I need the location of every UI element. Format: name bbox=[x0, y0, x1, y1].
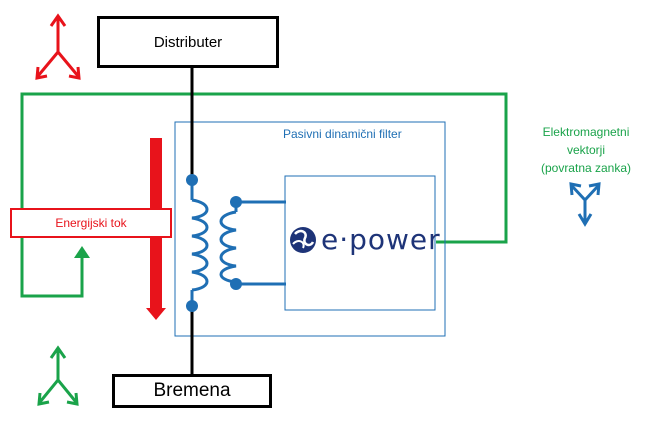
three-phase-vector-icon-green bbox=[37, 345, 79, 406]
epower-logo-text: e·power bbox=[321, 223, 441, 256]
terminal-dot bbox=[186, 300, 198, 312]
em-vectors-line2: vektorji bbox=[566, 143, 605, 157]
e-power-swirl-icon bbox=[290, 227, 316, 253]
primary-coil bbox=[190, 180, 209, 306]
em-vectors-line3: (povratna zanka) bbox=[540, 161, 632, 175]
em-vectors-label: Elektromagnetni vektorji (povratna zanka… bbox=[521, 123, 648, 177]
terminal-dot bbox=[186, 174, 198, 186]
distributer-label: Distributer bbox=[153, 33, 223, 51]
epower-box bbox=[284, 175, 436, 311]
bremena-box: Bremena bbox=[112, 374, 272, 408]
filter-label: Pasivni dinamični filter bbox=[283, 127, 402, 141]
secondary-coil bbox=[219, 200, 286, 286]
filter-box bbox=[174, 121, 446, 337]
energy-flow-label: Energijski tok bbox=[55, 216, 127, 230]
feedback-arrowhead bbox=[74, 246, 90, 258]
energy-flow-label-box: Energijski tok bbox=[10, 208, 172, 238]
em-vectors-line1: Elektromagnetni bbox=[542, 125, 630, 139]
terminal-dot bbox=[230, 196, 242, 208]
feedback-loop bbox=[20, 92, 508, 298]
distributer-box: Distributer bbox=[97, 16, 279, 68]
terminal-dot bbox=[230, 278, 242, 290]
three-phase-vector-icon-blue bbox=[569, 182, 601, 227]
three-phase-vector-icon-red bbox=[35, 13, 81, 80]
bremena-label: Bremena bbox=[153, 380, 231, 401]
